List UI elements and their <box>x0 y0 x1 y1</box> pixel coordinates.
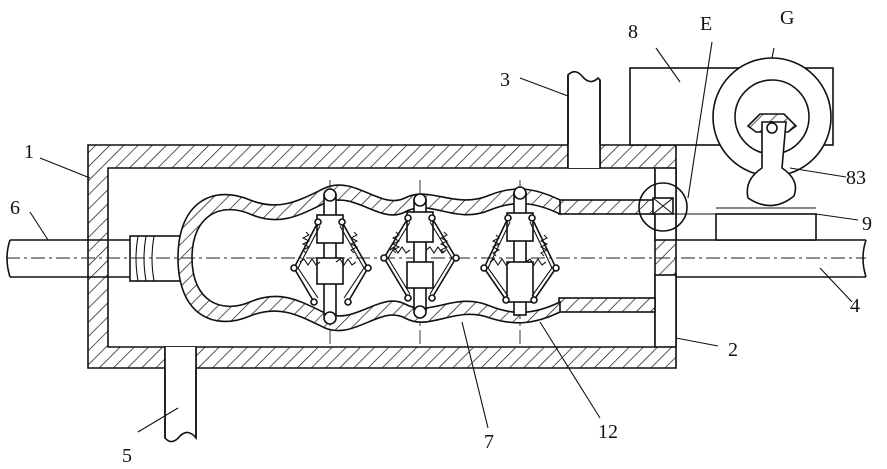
label-1: 1 <box>24 141 34 163</box>
label-g: G <box>780 7 794 29</box>
label-6: 6 <box>10 197 20 219</box>
top-pipe-3 <box>568 72 600 168</box>
label-5: 5 <box>122 445 132 467</box>
bottom-pipe-5 <box>165 347 196 442</box>
label-4: 4 <box>850 295 860 317</box>
label-9: 9 <box>862 213 872 235</box>
label-12: 12 <box>598 421 618 443</box>
inlet-pipe-6 <box>7 240 132 277</box>
label-7: 7 <box>484 431 494 453</box>
bellows-coupling <box>130 236 182 281</box>
label-8: 8 <box>628 21 638 43</box>
label-2: 2 <box>728 339 738 361</box>
label-83: 83 <box>846 167 866 189</box>
label-e: E <box>700 13 712 35</box>
outlet-pipe-4 <box>676 240 866 277</box>
label-3: 3 <box>500 69 510 91</box>
